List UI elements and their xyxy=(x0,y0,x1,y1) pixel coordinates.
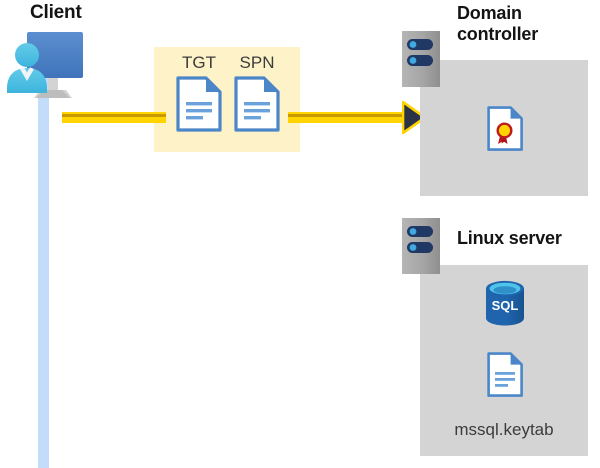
keytab-file-label: mssql.keytab xyxy=(454,420,554,439)
domain-controller-title-line-2: controller xyxy=(457,24,539,44)
domain-controller-title: Domain controller xyxy=(457,3,597,45)
document-icon xyxy=(487,352,523,397)
flow-line-segment-client xyxy=(62,112,166,123)
tgt-label: TGT xyxy=(182,53,216,72)
server-rack-icon xyxy=(402,218,440,274)
client-lifeline xyxy=(38,60,49,468)
document-icon xyxy=(234,76,280,137)
spn-label: SPN xyxy=(239,53,275,72)
tgt-ticket-group: TGT xyxy=(176,52,222,137)
linux-server-title: Linux server xyxy=(457,228,600,249)
certificate-document-icon xyxy=(487,106,523,151)
right-arrow-icon xyxy=(401,100,427,135)
svg-text:SQL: SQL xyxy=(492,298,519,313)
client-label: Client xyxy=(30,2,82,23)
user-at-computer-icon xyxy=(4,28,100,104)
spn-ticket-group: SPN xyxy=(234,52,280,137)
domain-controller-title-line-1: Domain xyxy=(457,3,522,23)
sql-database-icon: SQL xyxy=(484,279,526,327)
document-icon xyxy=(176,76,222,137)
linux-server-title-line-1: Linux server xyxy=(457,228,562,248)
flow-line-segment-dc xyxy=(288,112,410,123)
server-rack-icon xyxy=(402,31,440,87)
